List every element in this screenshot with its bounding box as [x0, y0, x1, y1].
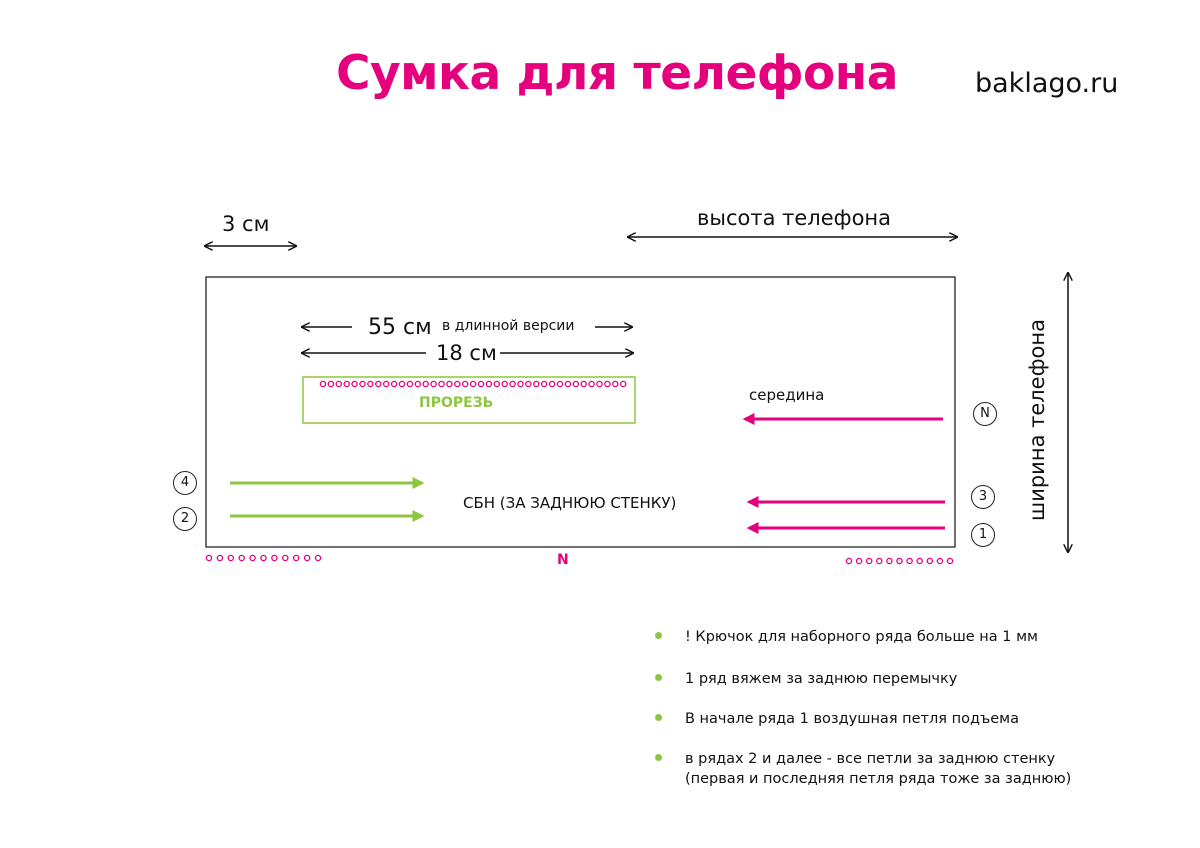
row-marker-3: 3 — [971, 485, 995, 509]
long-version-note: в длинной версии — [442, 318, 575, 334]
chain-stitch-icon — [485, 380, 493, 388]
chain-stitch-icon — [406, 380, 414, 388]
chain-stitch-icon — [282, 554, 289, 562]
chain-stitch-icon — [936, 557, 944, 565]
chain-stitch-icon — [335, 380, 343, 388]
chain-stitch-icon — [612, 380, 619, 388]
notes-list: ! Крючок для наборного ряда больше на 1 … — [655, 627, 1175, 789]
note-text: в рядах 2 и далее - все петли за заднюю … — [685, 751, 1072, 787]
chain-stitch-icon — [382, 380, 390, 388]
chain-stitch-icon — [367, 380, 374, 388]
chain-stitch-icon — [319, 380, 327, 388]
page-title: Сумка для телефона — [336, 46, 898, 101]
chain-stitch-icon — [876, 557, 883, 565]
row-marker-2: 2 — [173, 507, 197, 531]
note-text: 1 ряд вяжем за заднюю перемычку — [685, 671, 958, 687]
foundation-chain-left — [205, 554, 322, 562]
chain-stitch-icon — [414, 380, 422, 388]
chain-stitch-icon — [596, 380, 603, 388]
chain-stitch-icon — [238, 554, 245, 562]
chain-stitch-icon — [619, 380, 627, 388]
chain-stitch-icon — [865, 557, 873, 565]
chain-stitch-icon — [343, 380, 350, 388]
slot-label: ПРОРЕЗЬ — [419, 395, 494, 411]
note-item: ! Крючок для наборного ряда больше на 1 … — [655, 627, 1175, 647]
bullet-icon — [655, 754, 662, 761]
site-name: baklago.ru — [975, 68, 1119, 99]
chain-stitch-icon — [509, 380, 516, 388]
slot-chain-stitches — [319, 380, 627, 388]
chain-stitch-icon — [303, 554, 311, 562]
chain-stitch-icon — [572, 380, 580, 388]
chain-stitch-icon — [469, 380, 477, 388]
note-item: 1 ряд вяжем за заднюю перемычку — [655, 669, 1175, 689]
chain-stitch-icon — [477, 380, 485, 388]
note-text: ! Крючок для наборного ряда больше на 1 … — [685, 629, 1038, 645]
chain-stitch-icon — [886, 557, 893, 565]
chain-stitch-icon — [564, 380, 572, 388]
chain-stitch-icon — [926, 557, 934, 565]
chain-stitch-icon — [548, 380, 556, 388]
height-label: высота телефона — [697, 206, 892, 230]
foundation-chain-right — [845, 557, 954, 565]
chain-stitch-icon — [205, 554, 213, 562]
middle-label: середина — [749, 386, 825, 404]
chain-stitch-icon — [438, 380, 445, 388]
chain-stitch-icon — [896, 557, 903, 565]
chain-stitch-icon — [446, 380, 453, 388]
chain-stitch-icon — [454, 380, 461, 388]
short-length-label: 18 см — [436, 341, 497, 365]
chain-stitch-icon — [855, 557, 863, 565]
row-marker-4: 4 — [173, 471, 197, 495]
chain-stitch-icon — [533, 380, 540, 388]
chain-stitch-icon — [422, 380, 429, 388]
chain-stitch-icon — [351, 380, 358, 388]
chain-stitch-icon — [398, 380, 406, 388]
chain-stitch-icon — [525, 380, 532, 388]
chain-stitch-icon — [271, 554, 278, 562]
chain-stitch-icon — [946, 557, 954, 565]
chain-stitch-icon — [375, 380, 382, 388]
slot-box — [302, 376, 636, 424]
chain-stitch-icon — [517, 380, 524, 388]
chain-stitch-icon — [327, 380, 335, 388]
chain-stitch-icon — [580, 380, 587, 388]
note-item: В начале ряда 1 воздушная петля подъема — [655, 709, 1175, 729]
stitch-label: СБН (ЗА ЗАДНЮЮ СТЕНКУ) — [463, 494, 677, 512]
chain-stitch-icon — [916, 557, 923, 565]
row-marker-n: N — [973, 402, 997, 426]
chain-stitch-icon — [430, 380, 437, 388]
bullet-icon — [655, 714, 662, 721]
chain-stitch-icon — [292, 554, 300, 562]
note-item: в рядах 2 и далее - все петли за заднюю … — [655, 749, 1175, 789]
bullet-icon — [655, 632, 662, 639]
bullet-icon — [655, 674, 662, 681]
width-label: ширина телефона — [1025, 318, 1049, 522]
fabric-outline — [205, 276, 956, 548]
chain-count-label: N — [557, 552, 569, 568]
chain-stitch-icon — [556, 380, 564, 388]
chain-stitch-icon — [845, 557, 853, 565]
row-marker-1: 1 — [971, 523, 995, 547]
chain-stitch-icon — [906, 557, 913, 565]
chain-stitch-icon — [227, 554, 235, 562]
chain-stitch-icon — [359, 380, 366, 388]
chain-stitch-icon — [461, 380, 469, 388]
chain-stitch-icon — [260, 554, 267, 562]
chain-stitch-icon — [493, 380, 501, 388]
chain-stitch-icon — [501, 380, 508, 388]
chain-stitch-icon — [314, 554, 322, 562]
chain-stitch-icon — [588, 380, 595, 388]
chain-stitch-icon — [390, 380, 398, 388]
chain-stitch-icon — [540, 380, 548, 388]
chain-stitch-icon — [604, 380, 611, 388]
note-text: В начале ряда 1 воздушная петля подъема — [685, 711, 1019, 727]
long-length-label: 55 см — [368, 315, 432, 340]
chain-stitch-icon — [216, 554, 224, 562]
margin-label: 3 см — [222, 212, 270, 236]
chain-stitch-icon — [249, 554, 256, 562]
